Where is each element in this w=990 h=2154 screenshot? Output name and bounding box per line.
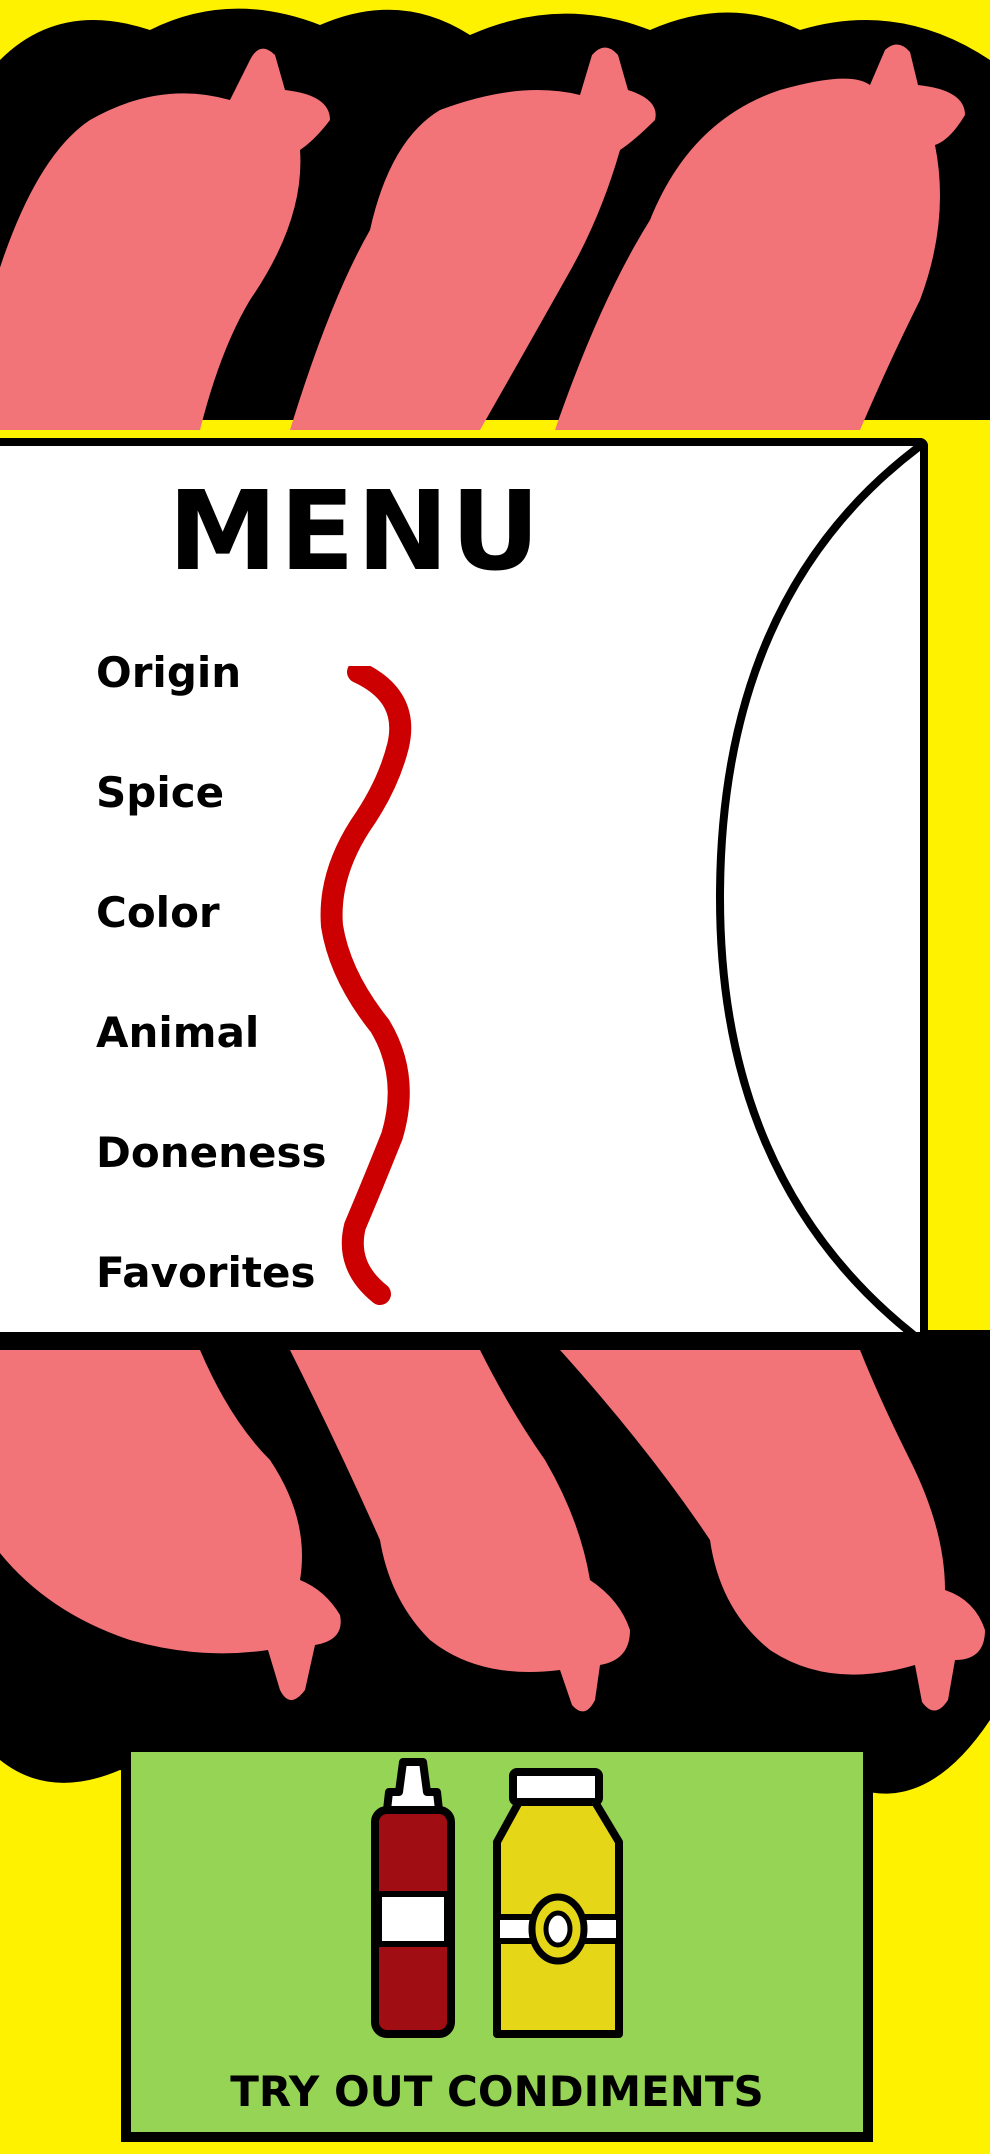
sausage-bottom-right <box>560 1350 985 1711</box>
menu-card: MENU Origin Spice Color Animal Doneness … <box>0 438 928 1340</box>
menu-item-origin[interactable]: Origin <box>96 648 242 697</box>
sausage-bottom-left <box>0 1350 341 1700</box>
menu-item-animal[interactable]: Animal <box>96 1008 260 1057</box>
menu-item-spice[interactable]: Spice <box>96 768 225 817</box>
sausage-top-left <box>0 48 330 430</box>
menu-item-doneness[interactable]: Doneness <box>96 1128 327 1177</box>
menu-item-favorites[interactable]: Favorites <box>96 1248 316 1297</box>
sausage-top-middle <box>290 47 656 430</box>
ketchup-bottle-icon <box>371 1758 455 2038</box>
sausage-bottom-middle <box>290 1350 630 1712</box>
menu-item-color[interactable]: Color <box>96 888 220 937</box>
ketchup-squiggle-icon <box>320 666 412 1305</box>
plate-rim-decoration <box>715 446 920 1332</box>
try-out-condiments-button[interactable]: TRY OUT CONDIMENTS <box>230 2067 764 2116</box>
menu-title: MENU <box>168 467 542 595</box>
mustard-bottle-icon <box>493 1768 623 2038</box>
condiments-panel[interactable]: TRY OUT CONDIMENTS <box>121 1742 873 2142</box>
sausage-top-right <box>555 44 965 430</box>
